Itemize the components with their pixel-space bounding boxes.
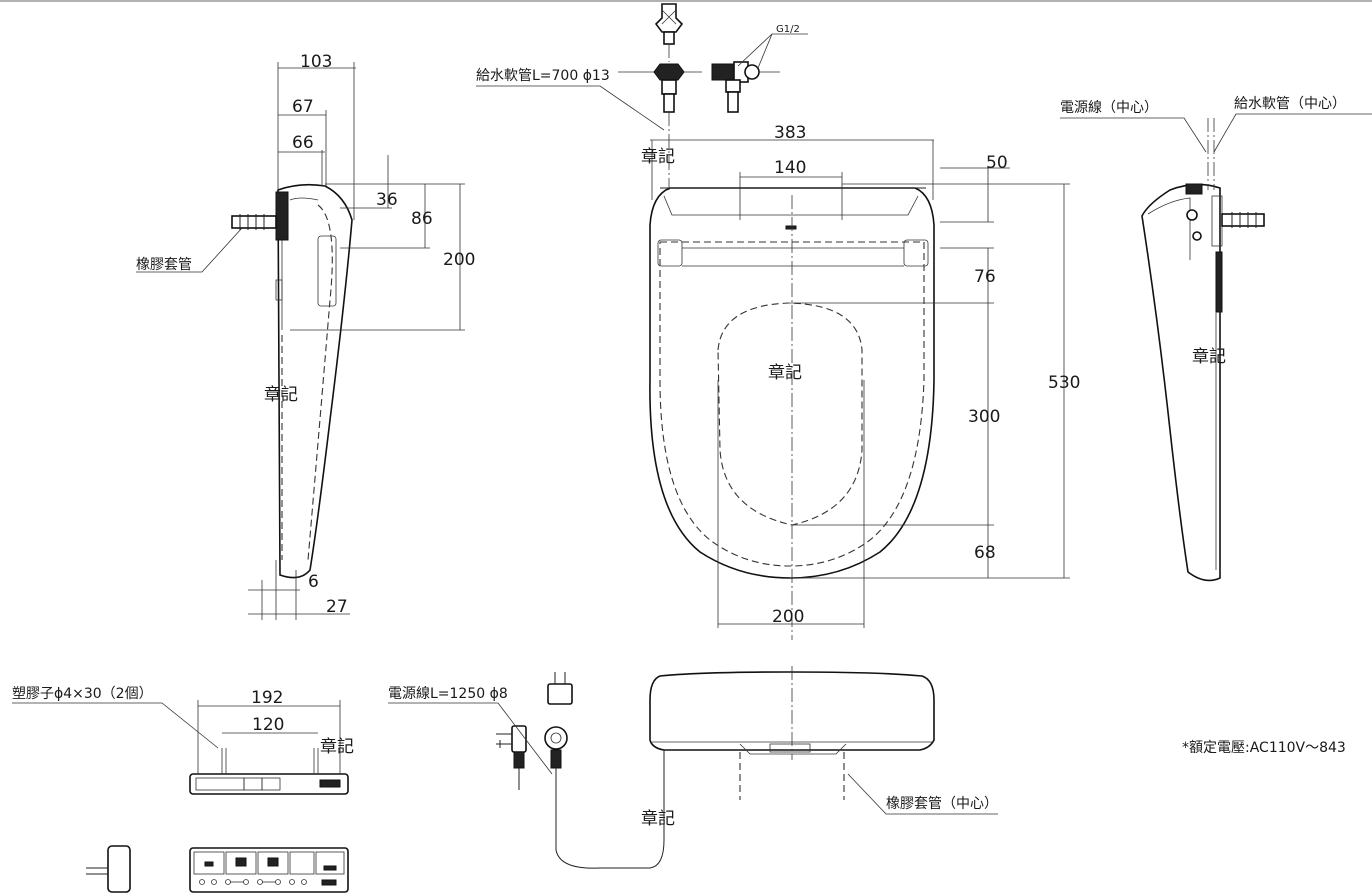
side-view-left [136,62,465,620]
label-rubber-hose: 橡膠套管 [136,257,192,273]
supply-fitting [476,3,808,190]
remote-holder-side [12,700,349,795]
rear-view-seat [649,666,998,815]
remote-control-side [86,845,131,893]
label-supply-hose: 給水軟管L=700 ϕ13 [476,68,610,84]
dim-530: 530 [1048,373,1080,393]
label-thread-g1-2: G1/2 [776,24,800,35]
rubber-hose-fitting-left [231,214,277,230]
label-power-cord-center: 電源線（中心） [1060,100,1158,116]
dim-120: 120 [252,715,284,735]
dim-76: 76 [974,267,996,287]
top-view-seat [649,139,1070,640]
power-cord-plug [388,672,665,869]
remote-control-front [189,847,349,893]
dim-50: 50 [986,153,1008,173]
dim-36: 36 [376,190,398,210]
label-plastic-anchor: 塑膠子ϕ4×30（2個） [12,686,153,702]
dim-200-width: 200 [772,607,804,627]
stamp: 章記 [1192,347,1226,367]
rated-voltage-note: *額定電壓:AC110V～843 [1182,740,1346,756]
stamp: 章記 [320,737,354,757]
dim-86: 86 [411,209,433,229]
dim-300: 300 [968,407,1000,427]
label-supply-hose-center: 給水軟管（中心） [1234,96,1346,112]
stamp: 章記 [264,385,298,405]
label-rubber-hose-center: 橡膠套管（中心） [886,796,998,812]
label-power-cord: 電源線L=1250 ϕ8 [388,686,508,702]
dim-27: 27 [326,597,348,617]
dim-6: 6 [308,572,319,592]
dim-200-side: 200 [443,250,475,270]
stamp: 章記 [641,147,675,167]
dim-67: 67 [292,97,314,117]
stamp: 章記 [641,809,675,829]
dim-103: 103 [300,52,332,72]
side-view-right [1060,113,1372,582]
dim-68: 68 [974,543,996,563]
stamp: 章記 [768,363,802,383]
dim-192: 192 [251,688,283,708]
dim-66: 66 [292,133,314,153]
rubber-hose-fitting-right [1221,212,1265,228]
dim-383: 383 [774,123,806,143]
dim-140: 140 [774,158,806,178]
